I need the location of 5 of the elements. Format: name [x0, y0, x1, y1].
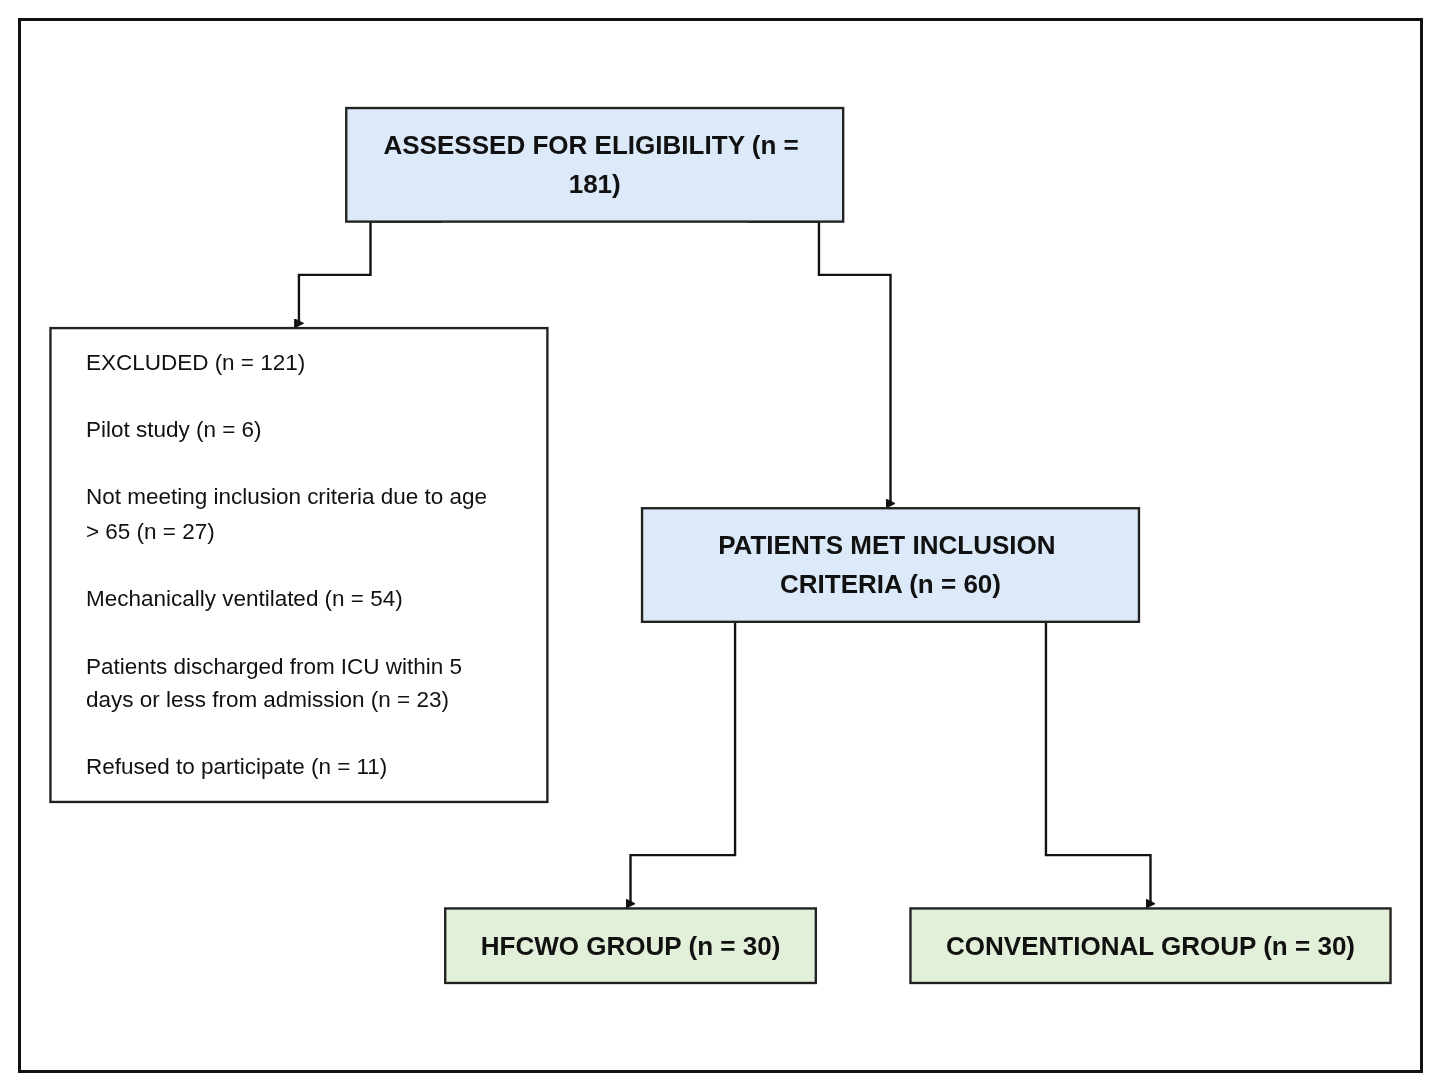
node-box: ASSESSED FOR ELIGIBILITY (n = 181)	[345, 106, 845, 223]
node-box: EXCLUDED (n = 121) Pilot study (n = 6) Not meeting inclusion criteria due to age > 65 (n = 27) Mechanically ventilated (n = 54) Patients discharged from ICU within 5 days or less from admission (n = 23) Refused to participate (n = 11)	[49, 326, 549, 804]
node-box: CONVENTIONAL GROUP (n = 30)	[909, 907, 1392, 985]
node-box: PATIENTS MET INCLUSION CRITERIA (n = 60)	[640, 507, 1141, 623]
node-box: HFCWO GROUP (n = 30)	[444, 907, 817, 985]
